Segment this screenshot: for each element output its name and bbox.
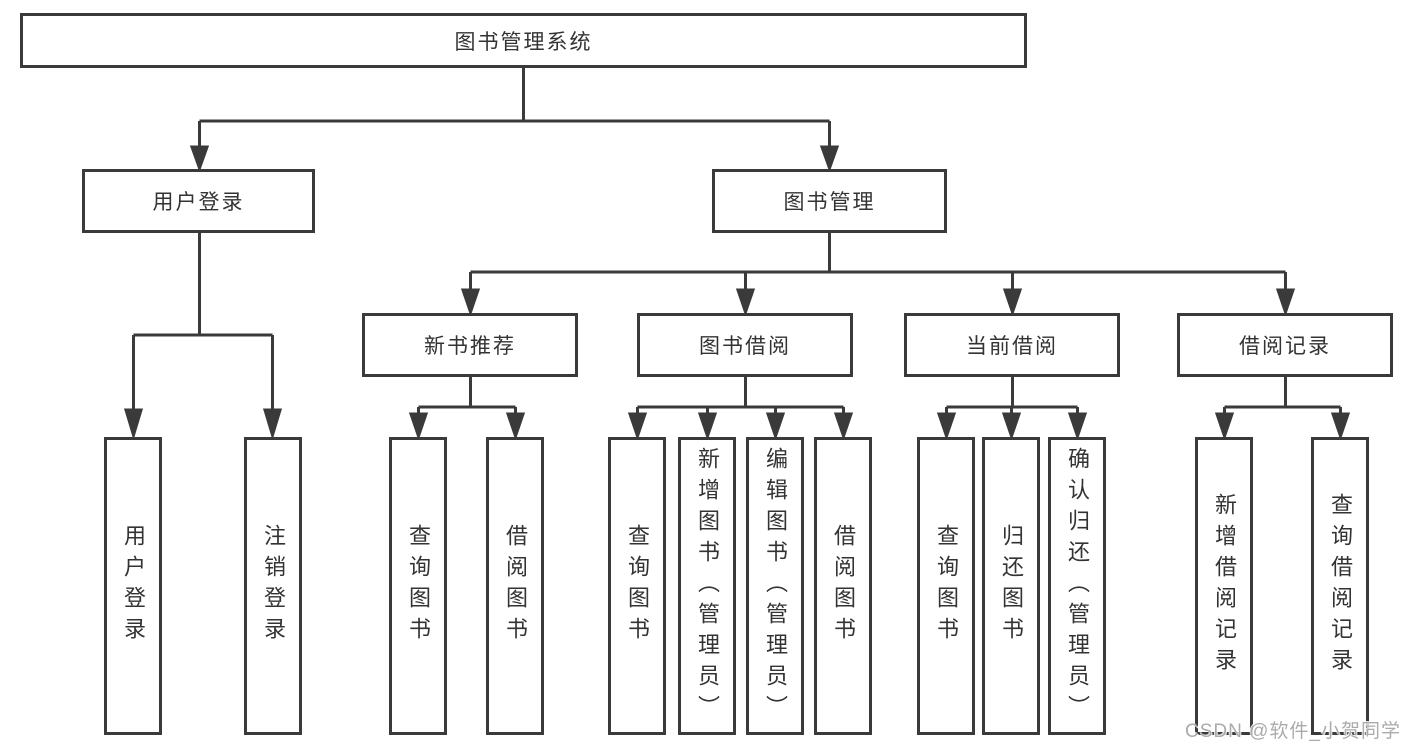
connector-current-borrow <box>936 377 1088 441</box>
node-new-book-recommend: 新书推荐 <box>362 313 578 377</box>
leaf-query-books-current: 查询图书 <box>917 437 975 735</box>
connector-new-book-recommend <box>408 377 526 441</box>
leaf-logout: 注销登录 <box>244 437 302 735</box>
node-current-borrow: 当前借阅 <box>904 313 1120 377</box>
leaf-edit-books-admin-label: 编辑图书（管理员） <box>763 446 788 726</box>
leaf-add-books-admin: 新增图书（管理员） <box>678 437 736 735</box>
leaf-return-books-label: 归还图书 <box>999 524 1024 648</box>
leaf-user-login: 用户登录 <box>104 437 162 735</box>
node-user-login-label: 用户登录 <box>152 191 245 214</box>
leaf-query-books-recommend: 查询图书 <box>389 437 447 735</box>
node-new-book-recommend-label: 新书推荐 <box>424 335 516 358</box>
node-current-borrow-label: 当前借阅 <box>966 335 1058 358</box>
leaf-query-borrow-record-label: 查询借阅记录 <box>1328 493 1353 679</box>
connector-user-login <box>123 233 283 441</box>
leaf-add-books-admin-label: 新增图书（管理员） <box>695 446 720 726</box>
leaf-borrow-books-recommend: 借阅图书 <box>486 437 544 735</box>
connector-book-borrow <box>627 377 854 441</box>
connector-root <box>189 68 840 173</box>
leaf-add-borrow-record-label: 新增借阅记录 <box>1212 493 1237 679</box>
leaf-user-login-label: 用户登录 <box>121 524 146 648</box>
leaf-confirm-return-admin: 确认归还（管理员） <box>1048 437 1106 735</box>
leaf-query-books-borrow: 查询图书 <box>608 437 666 735</box>
leaf-query-books-borrow-label: 查询图书 <box>625 524 650 648</box>
leaf-query-borrow-record: 查询借阅记录 <box>1311 437 1369 735</box>
leaf-confirm-return-admin-label: 确认归还（管理员） <box>1065 446 1090 726</box>
node-book-management-label: 图书管理 <box>783 191 876 214</box>
node-book-borrow: 图书借阅 <box>637 313 853 377</box>
connector-book-management <box>460 233 1296 317</box>
leaf-borrow-books-recommend-label: 借阅图书 <box>503 524 528 648</box>
node-borrow-records-label: 借阅记录 <box>1239 335 1331 358</box>
connector-borrow-records <box>1214 377 1351 441</box>
node-book-management: 图书管理 <box>712 169 947 233</box>
leaf-return-books: 归还图书 <box>982 437 1040 735</box>
node-root: 图书管理系统 <box>20 13 1027 68</box>
leaf-borrow-books-label: 借阅图书 <box>831 524 856 648</box>
node-user-login: 用户登录 <box>82 169 315 233</box>
leaf-borrow-books: 借阅图书 <box>814 437 872 735</box>
leaf-logout-label: 注销登录 <box>261 524 286 648</box>
leaf-query-books-recommend-label: 查询图书 <box>406 524 431 648</box>
watermark: CSDN @软件_小贺同学 <box>1185 721 1401 742</box>
leaf-add-borrow-record: 新增借阅记录 <box>1195 437 1253 735</box>
leaf-query-books-current-label: 查询图书 <box>934 524 959 648</box>
leaf-edit-books-admin: 编辑图书（管理员） <box>746 437 804 735</box>
node-root-label: 图书管理系统 <box>454 30 593 54</box>
node-borrow-records: 借阅记录 <box>1177 313 1393 377</box>
node-book-borrow-label: 图书借阅 <box>699 335 791 358</box>
